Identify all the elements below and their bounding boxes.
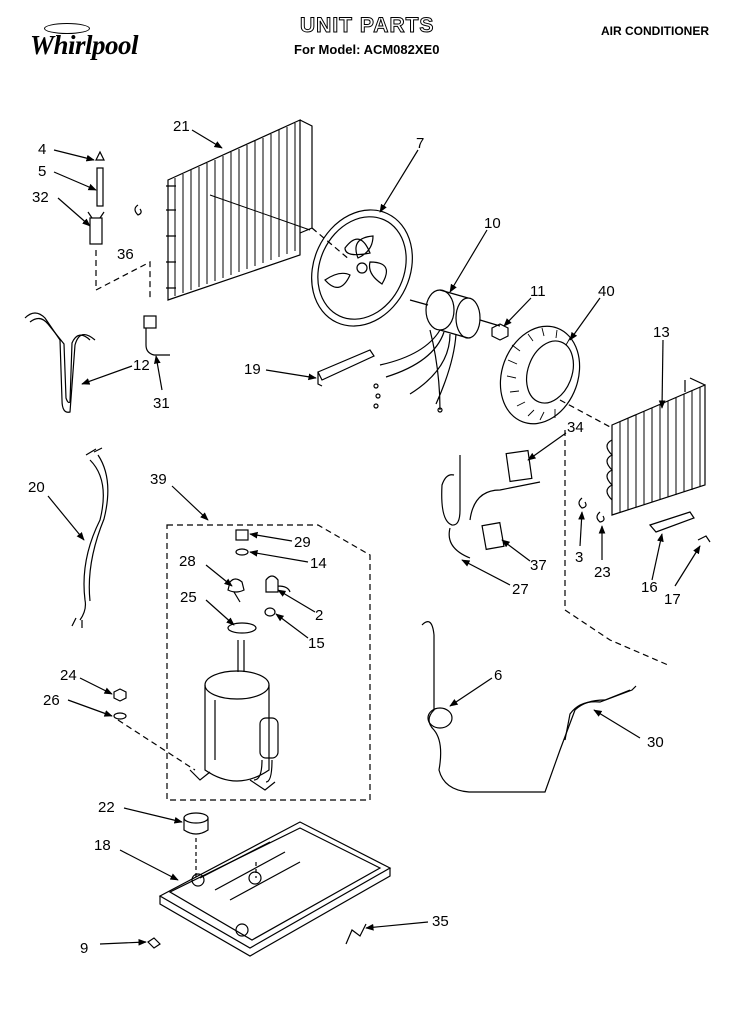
base-pan-18	[158, 821, 392, 957]
callout-21: 21	[173, 118, 190, 135]
callout-6: 6	[494, 667, 502, 684]
grommet-22	[183, 812, 209, 835]
nut-11	[491, 323, 509, 341]
callout-9: 9	[80, 940, 88, 957]
washer-26	[113, 712, 127, 720]
heater-19	[317, 349, 375, 387]
compressor-group-box	[166, 524, 371, 801]
tube-30	[564, 685, 637, 741]
callout-25: 25	[180, 589, 197, 606]
tube-31	[143, 315, 170, 356]
callout-34: 34	[567, 419, 584, 436]
callout-31: 31	[153, 395, 170, 412]
coil-21	[166, 119, 313, 301]
callout-labels: 4 5 32 36 21 7 10 11 40 13 12 31 19 34 2…	[28, 118, 681, 957]
compressor-group-39	[117, 529, 291, 791]
callout-37: 37	[530, 557, 547, 574]
callout-36: 36	[117, 246, 134, 263]
callout-26: 26	[43, 692, 60, 709]
callout-18: 18	[94, 837, 111, 854]
category-label: AIR CONDITIONER	[601, 24, 709, 38]
callout-35: 35	[432, 913, 449, 930]
clip-35	[345, 923, 367, 945]
nut-24	[113, 688, 127, 702]
callout-4: 4	[38, 141, 46, 158]
sensor-parts-4-5-32	[87, 150, 151, 300]
callout-19: 19	[244, 361, 261, 378]
callout-12: 12	[133, 357, 150, 374]
fan-motor-10	[373, 289, 501, 413]
callout-7: 7	[416, 135, 424, 152]
callout-10: 10	[484, 215, 501, 232]
callout-24: 24	[60, 667, 77, 684]
part-37	[481, 521, 505, 551]
screw-17	[697, 535, 711, 543]
callout-30: 30	[647, 734, 664, 751]
bracket-16	[648, 511, 695, 533]
callout-17: 17	[664, 591, 681, 608]
callout-leaders	[47, 129, 701, 946]
pad-34	[505, 449, 533, 483]
cap-tube-6	[421, 621, 631, 793]
screw-9	[147, 937, 161, 949]
model-subtitle: For Model: ACM082XE0	[294, 42, 440, 57]
callout-27: 27	[512, 581, 529, 598]
cap-tube-27	[441, 455, 541, 559]
callout-14: 14	[310, 555, 327, 572]
callout-13: 13	[653, 324, 670, 341]
callout-15: 15	[308, 635, 325, 652]
callout-11: 11	[530, 283, 546, 300]
callout-32: 32	[32, 189, 49, 206]
clip-3	[578, 497, 587, 509]
callout-5: 5	[38, 163, 46, 180]
callout-39: 39	[150, 471, 167, 488]
wire-harness-20	[71, 447, 109, 628]
callout-2: 2	[315, 607, 323, 624]
callout-16: 16	[641, 579, 658, 596]
brand-logo-badge	[44, 23, 90, 34]
callout-29: 29	[294, 534, 311, 551]
clip-23	[596, 511, 605, 523]
page-title: UNIT PARTS	[299, 14, 435, 38]
callout-3: 3	[575, 549, 583, 566]
callout-20: 20	[28, 479, 45, 496]
callout-28: 28	[179, 553, 196, 570]
brand-logo: Whirlpool	[30, 30, 139, 60]
clip-36	[134, 204, 142, 216]
callout-22: 22	[98, 799, 115, 816]
coil-13	[559, 377, 706, 516]
callout-40: 40	[598, 283, 615, 300]
callout-23: 23	[594, 564, 611, 581]
blower-wheel-40	[499, 325, 581, 425]
drain-tube-12	[24, 312, 96, 413]
fan-shroud-7	[311, 209, 413, 327]
